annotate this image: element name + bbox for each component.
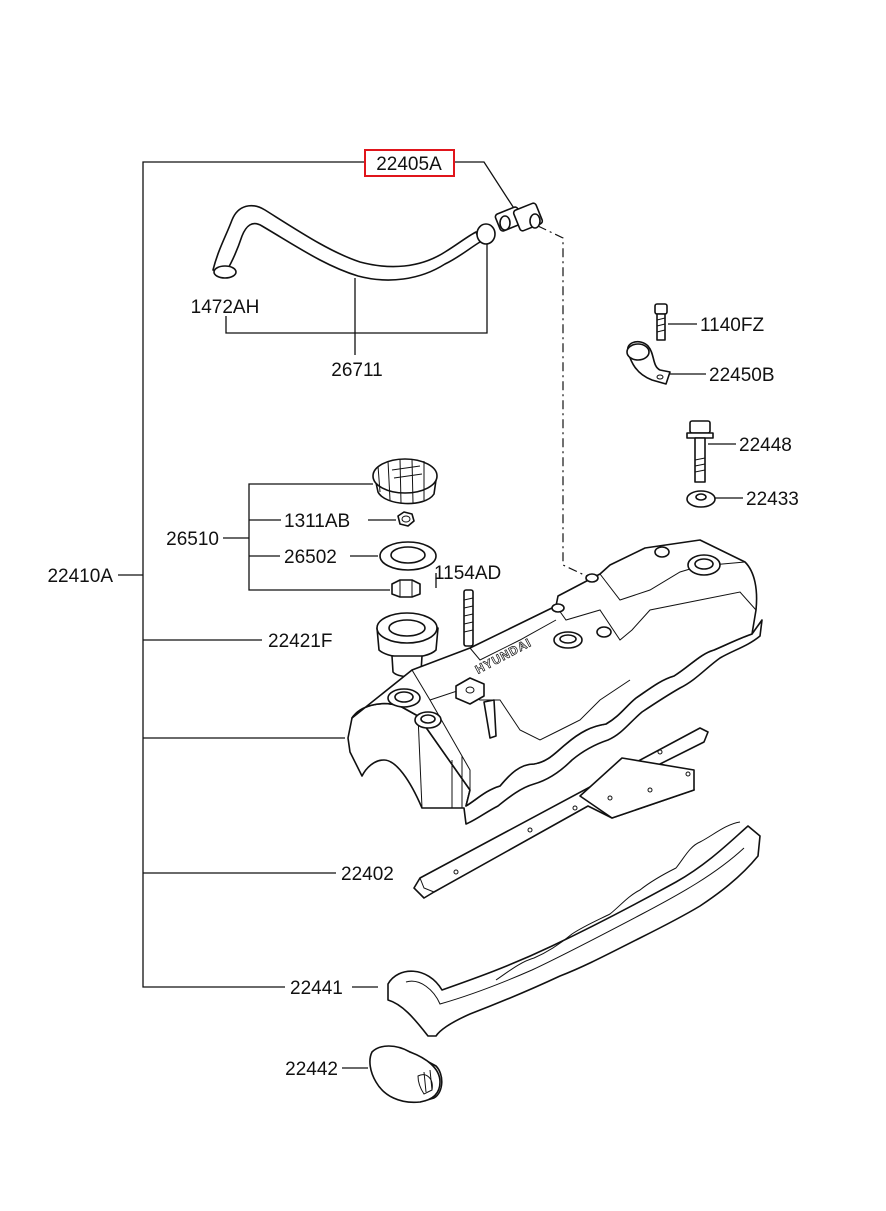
breather-hose	[212, 204, 496, 281]
baffle-plate	[413, 727, 709, 899]
clip-bolt	[654, 303, 668, 341]
cover-gasket	[387, 821, 761, 1037]
half-moon-plug	[369, 1045, 443, 1104]
label-cover-gasket[interactable]: 22441	[290, 978, 343, 999]
stud	[463, 589, 474, 647]
pcv-valve	[494, 202, 544, 232]
label-plug[interactable]: 22442	[285, 1059, 338, 1080]
label-baffle-plate[interactable]: 22402	[341, 864, 394, 885]
label-cap-gasket[interactable]: 26502	[284, 547, 337, 568]
label-washer[interactable]: 22433	[746, 489, 799, 510]
label-bolt-clip[interactable]: 1140FZ	[700, 315, 764, 336]
label-filler-neck[interactable]: 22421F	[268, 631, 332, 652]
label-clip[interactable]: 22450B	[709, 365, 775, 386]
filler-neck	[376, 612, 439, 678]
label-cap-nut[interactable]: 1311AB	[284, 511, 350, 532]
label-cover-bolt[interactable]: 22448	[739, 435, 792, 456]
label-cap-assembly[interactable]: 26510	[166, 529, 219, 550]
label-hose[interactable]: 26711	[331, 360, 382, 381]
cap-nut	[397, 511, 415, 527]
cap-clip	[391, 579, 421, 598]
pipe-clip	[626, 340, 671, 385]
part-labels: 22405A 1472AH 26711 1140FZ 22450B 22448 …	[47, 154, 798, 1080]
oil-filler-cap	[372, 458, 438, 505]
leader-lines	[118, 161, 743, 1069]
cap-gasket	[379, 541, 437, 571]
label-assembly[interactable]: 22410A	[47, 566, 113, 587]
washer	[686, 490, 716, 508]
cover-bolt	[686, 420, 714, 483]
label-pcv-valve[interactable]: 22405A	[376, 154, 442, 175]
label-stud[interactable]: 1154AD	[434, 563, 501, 584]
label-hose-clamp[interactable]: 1472AH	[191, 297, 260, 318]
rocker-cover: HYUNDAI	[347, 539, 763, 825]
highlight-box	[364, 149, 455, 177]
